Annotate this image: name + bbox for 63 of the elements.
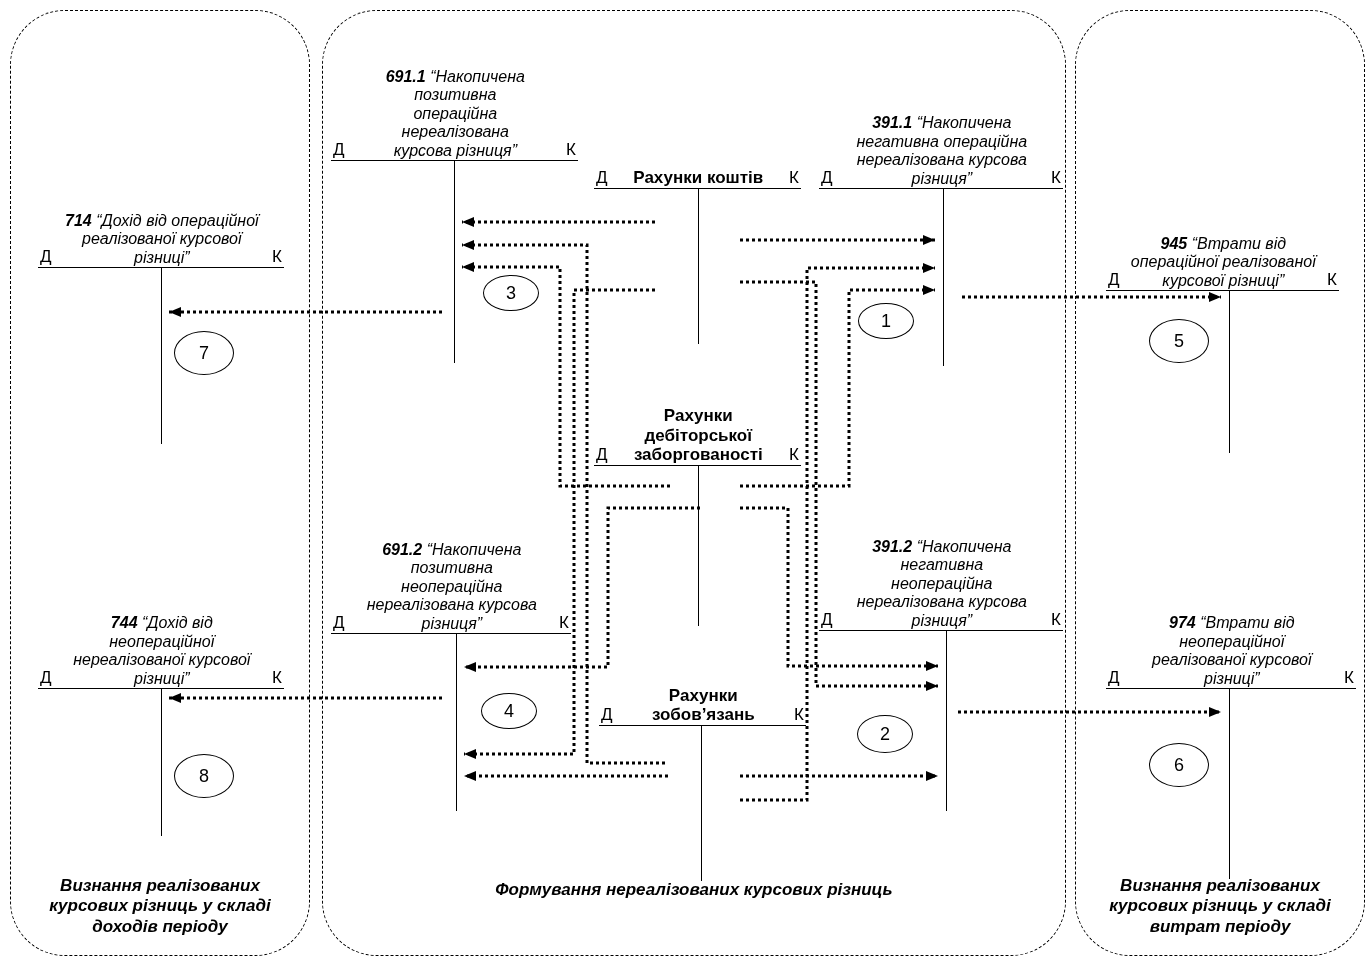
dashed-region	[10, 10, 310, 956]
region-caption: Визнання реалізованих курсових різниць у складі доходів періоду	[48, 875, 272, 937]
account-title: Рахунки зобов’язань	[650, 685, 756, 725]
dashed-region	[322, 10, 1066, 956]
dotted-arrow	[464, 771, 668, 781]
account-title: Рахунки коштів	[632, 168, 765, 188]
account-title: 945 “Втрати від операційної реалізованої курсової різниці”	[1129, 234, 1319, 290]
step-number-circle: 3	[483, 275, 539, 311]
account-title: 691.2 “Накопичена позитивна неопераційна нереалізована курсова різниця”	[365, 541, 538, 633]
credit-label: К	[1343, 669, 1355, 688]
account-title: 744 “Дохід від неопераційної нереалізованої курсової різниці”	[72, 614, 253, 688]
debit-label: Д	[39, 669, 53, 688]
dotted-arrow	[962, 292, 1221, 302]
credit-label: К	[788, 446, 800, 465]
debit-label: Д	[600, 706, 614, 725]
account-title: Рахунки дебіторської заборгованості	[632, 406, 764, 465]
dotted-arrow	[462, 240, 665, 765]
credit-label: К	[788, 169, 800, 188]
step-number-circle: 7	[174, 331, 234, 375]
account-title: 391.2 “Накопичена негативна неопераційна нереалізована курсова різниця”	[855, 538, 1028, 630]
dotted-arrow	[462, 262, 670, 488]
debit-label: Д	[332, 141, 346, 160]
account-title: 391.1 “Накопичена негативна операційна нереалізована курсова різниця”	[855, 114, 1029, 188]
dotted-arrow	[740, 235, 935, 245]
step-number-circle: 1	[858, 303, 914, 339]
credit-label: К	[793, 706, 805, 725]
dotted-arrow	[462, 217, 655, 227]
step-number-circle: 4	[481, 693, 537, 729]
account-title: 691.1 “Накопичена позитивна операційна нереалізована курсова різниця”	[384, 68, 526, 160]
credit-label: К	[1050, 611, 1062, 630]
credit-label: К	[1050, 169, 1062, 188]
dotted-arrow	[958, 707, 1221, 717]
region-caption: Визнання реалізованих курсових різниць у складі витрат періоду	[1108, 875, 1332, 937]
step-number-circle: 5	[1149, 319, 1209, 363]
dotted-arrow	[740, 506, 938, 671]
credit-label: К	[565, 141, 577, 160]
dotted-arrow	[740, 285, 935, 488]
dotted-arrow	[169, 693, 442, 703]
credit-label: К	[271, 669, 283, 688]
debit-label: Д	[332, 614, 346, 633]
debit-label: Д	[595, 169, 609, 188]
step-number-circle: 8	[174, 754, 234, 798]
debit-label: Д	[39, 248, 53, 267]
debit-label: Д	[1107, 669, 1121, 688]
dotted-arrow	[169, 307, 442, 317]
region-caption: Формування нереалізованих курсових різниць	[494, 879, 894, 900]
account-title: 714 “Дохід від операційної реалізованої курсової різниці”	[64, 211, 262, 267]
dotted-arrow	[464, 506, 700, 672]
credit-label: К	[271, 248, 283, 267]
credit-label: К	[558, 614, 570, 633]
step-number-circle: 6	[1149, 743, 1209, 787]
dashed-region	[1075, 10, 1365, 956]
dotted-arrow	[740, 263, 935, 802]
debit-label: Д	[820, 169, 834, 188]
debit-label: Д	[820, 611, 834, 630]
dotted-arrow	[740, 280, 938, 691]
dotted-arrow	[740, 771, 938, 781]
debit-label: Д	[595, 446, 609, 465]
dotted-arrow	[464, 288, 655, 759]
debit-label: Д	[1107, 271, 1121, 290]
step-number-circle: 2	[857, 715, 913, 753]
credit-label: К	[1326, 271, 1338, 290]
account-title: 974 “Втрати від неопераційної реалізованої курсової різниці”	[1150, 614, 1315, 688]
